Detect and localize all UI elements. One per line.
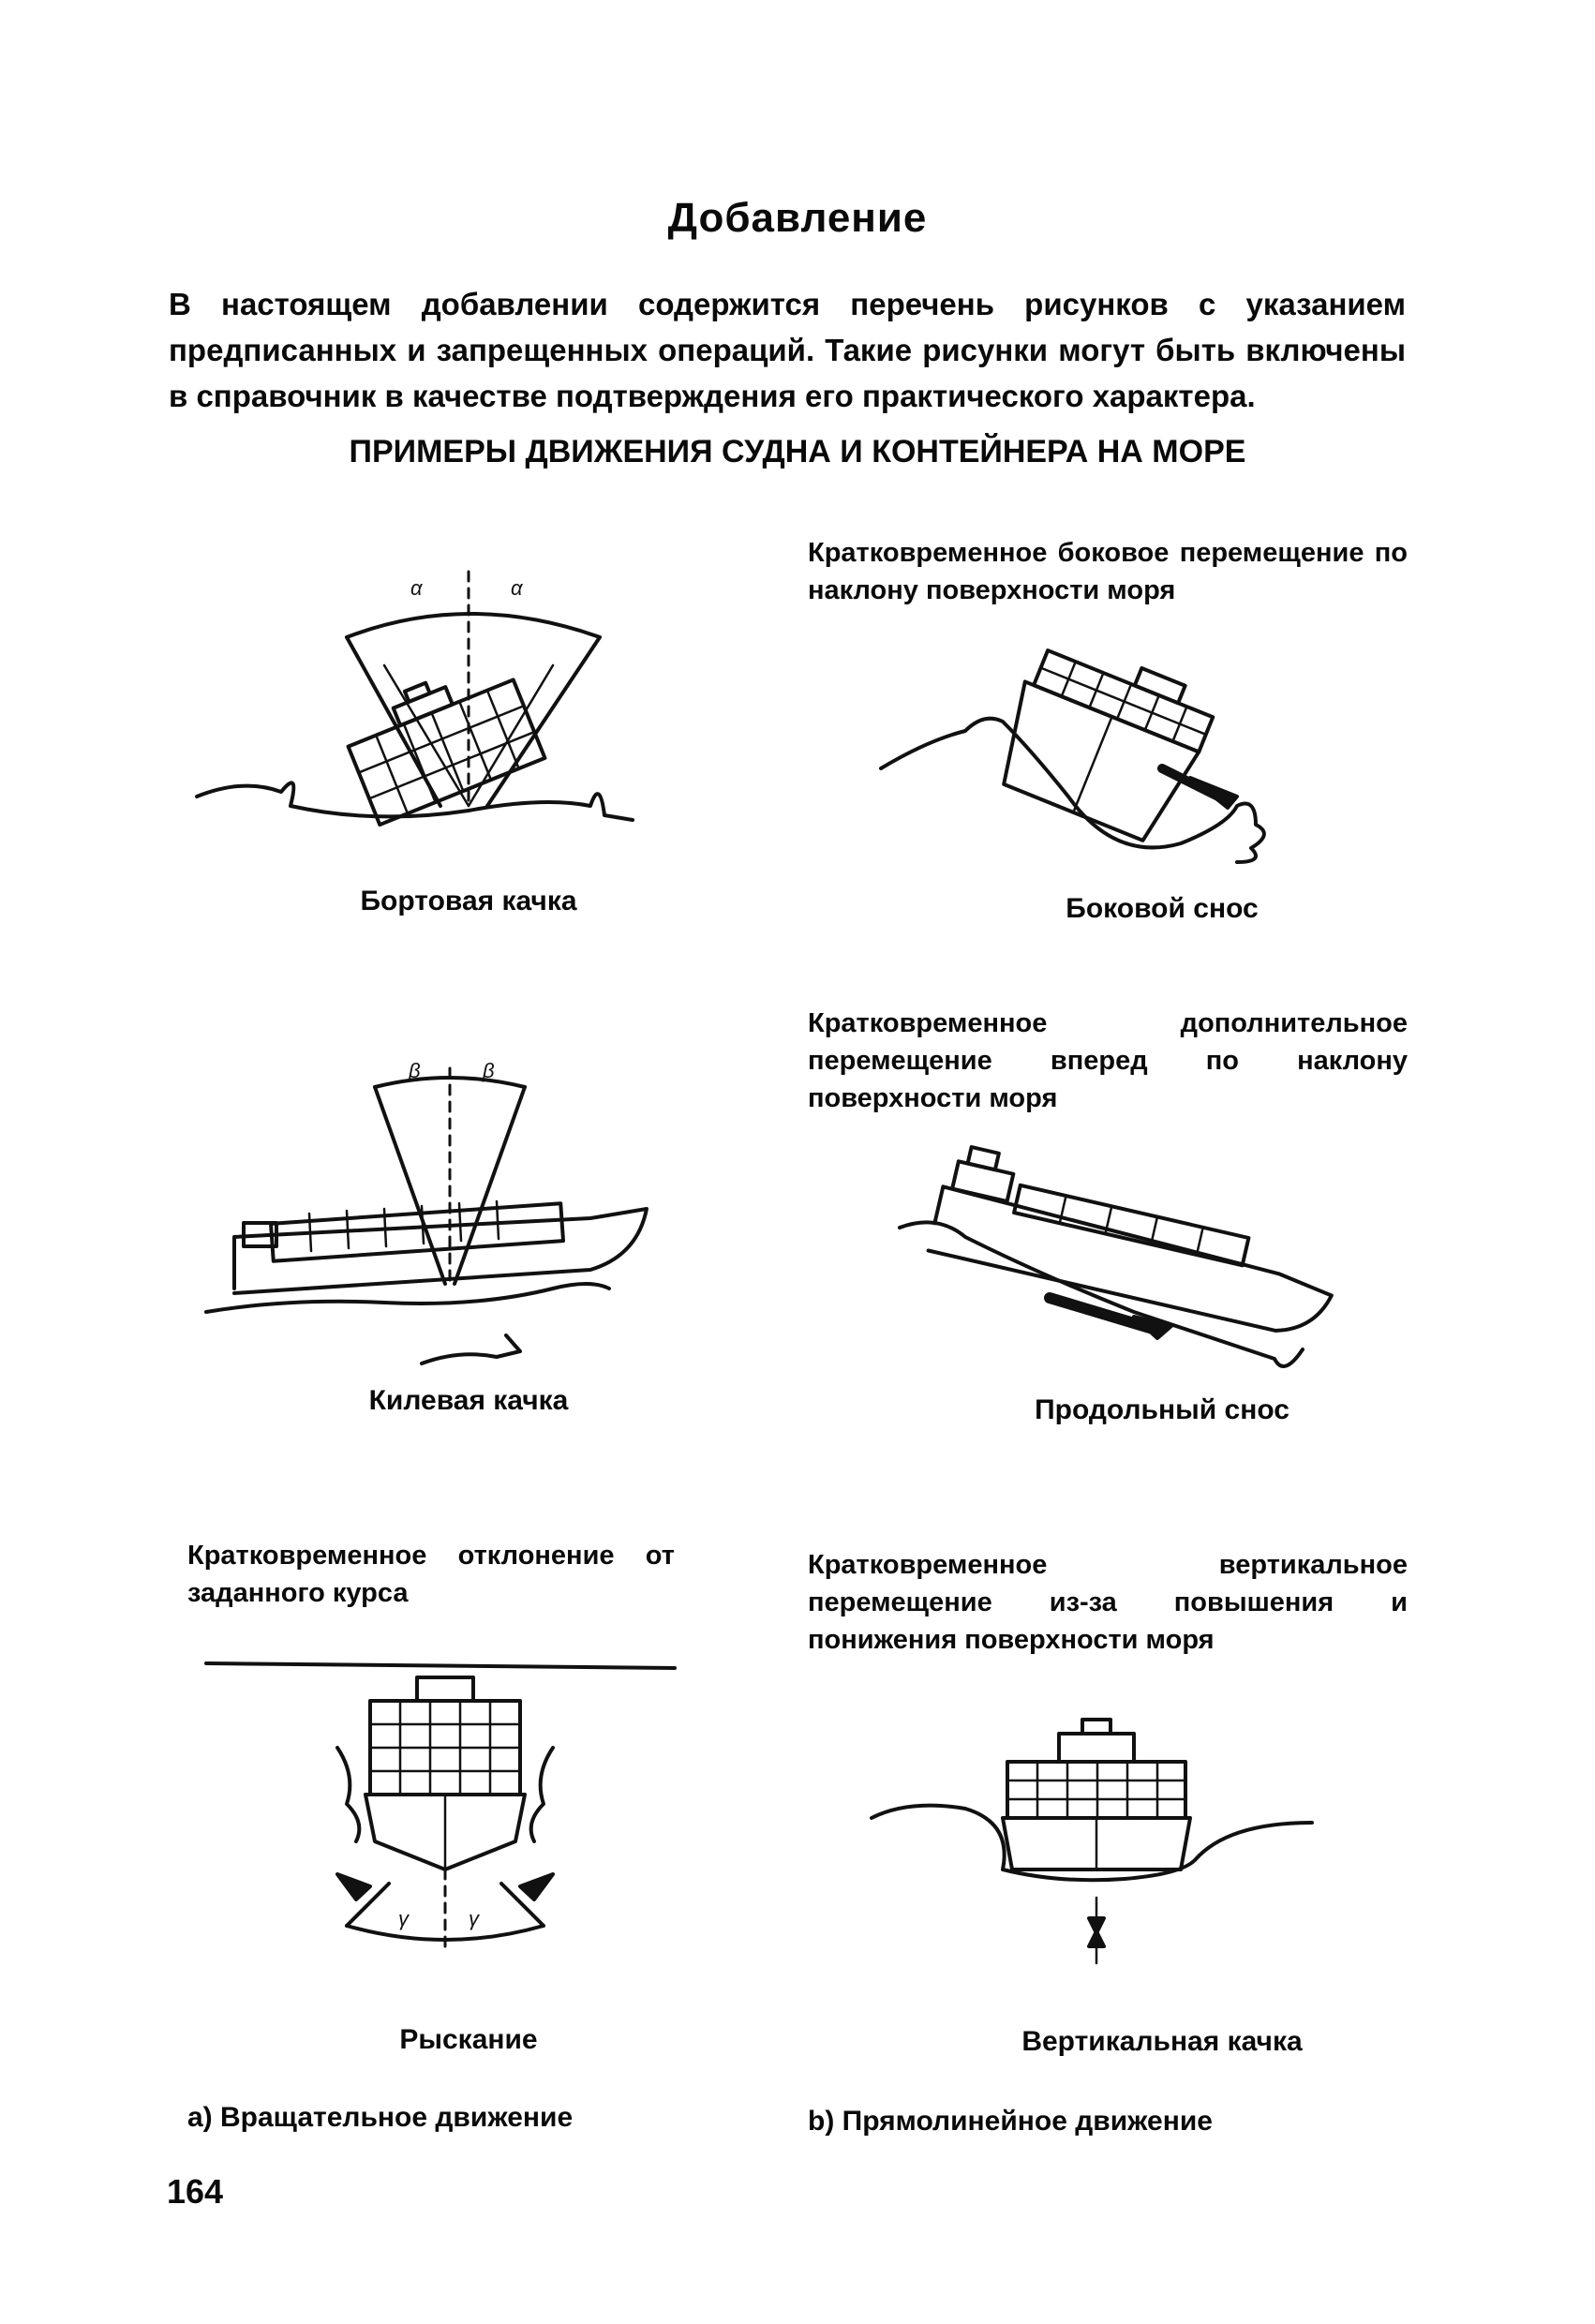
surge-caption: Продольный снос (1035, 1394, 1289, 1425)
page-number: 164 (167, 2172, 224, 2211)
intro-paragraph: В настоящем добавлении содержится перече… (169, 287, 1406, 413)
yaw-description: Кратковременное отклонение от заданного … (187, 1541, 675, 1608)
surge-description: Кратковременное дополнительное перемещен… (808, 1008, 1408, 1113)
heave-figure (870, 1718, 1314, 1965)
roll-angle-label-left: α (410, 576, 424, 600)
pitch-angle-label-right: β (482, 1059, 495, 1082)
section-heading: ПРИМЕРЫ ДВИЖЕНИЯ СУДНА И КОНТЕЙНЕРА НА М… (349, 434, 1246, 469)
rotational-motion-label: a) Вращательное движение (187, 2102, 574, 2133)
yaw-angle-label-right: γ (469, 1907, 481, 1930)
yaw-figure: γ γ (204, 1661, 677, 1956)
heave-description: Кратковременное вертикальное перемещение… (808, 1550, 1408, 1655)
linear-motion-label: b) Прямолинейное движение (808, 2106, 1213, 2137)
roll-figure: α α (195, 570, 634, 827)
yaw-angle-label-left: γ (398, 1907, 410, 1930)
sway-description: Кратковременное боковое перемещение по н… (808, 538, 1408, 605)
yaw-caption: Рыскание (399, 2024, 538, 2055)
sway-figure (879, 648, 1266, 864)
pitch-caption: Килевая качка (368, 1385, 569, 1416)
roll-caption: Бортовая качка (360, 886, 577, 916)
surge-figure (898, 1145, 1334, 1368)
pitch-angle-label-left: β (408, 1059, 421, 1082)
roll-angle-label-right: α (511, 576, 524, 600)
heave-caption: Вертикальная качка (1021, 2026, 1303, 2057)
page-title: Добавление (667, 195, 928, 241)
pitch-figure: β β (204, 1059, 648, 1365)
sway-caption: Боковой снос (1066, 893, 1259, 924)
